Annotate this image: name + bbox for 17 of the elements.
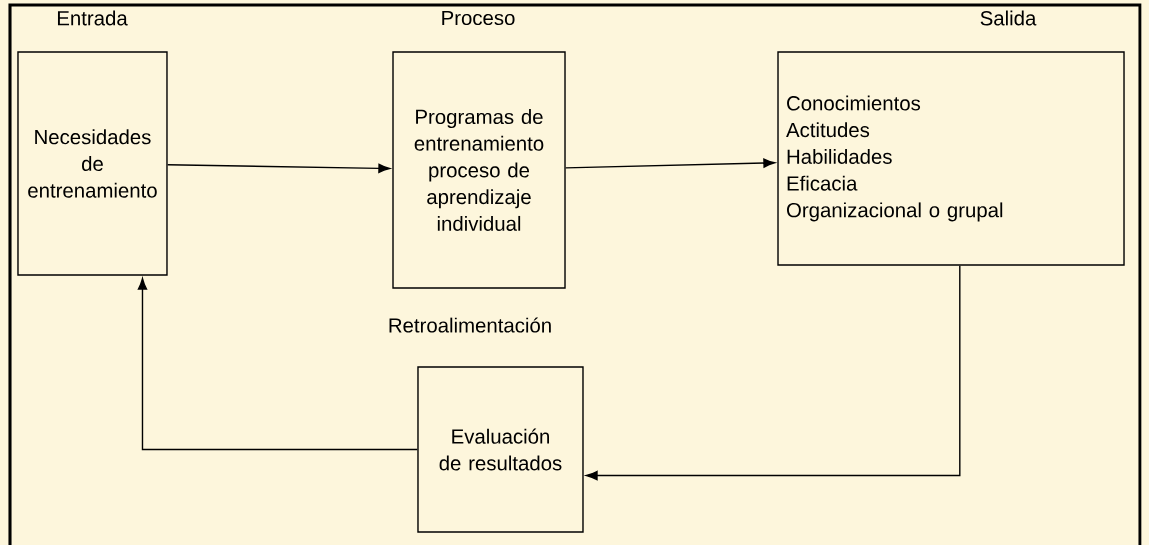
process-box: Necesidades de entrenamiento bbox=[17, 51, 168, 276]
node-label: Organizacional o grupal bbox=[786, 202, 1003, 222]
node-label: Actitudes bbox=[786, 122, 870, 138]
arrow bbox=[167, 163, 391, 173]
process-box: Programas de entrenamiento proceso de aprendizaje individual bbox=[392, 51, 566, 289]
process-box: Evaluación de resultados bbox=[417, 366, 584, 533]
heading: Retroalimentación bbox=[389, 317, 551, 333]
node-label: Conocimientos bbox=[787, 95, 921, 111]
heading: Salida bbox=[980, 10, 1037, 26]
node-label: Eficacia bbox=[787, 175, 858, 191]
heading: Entrada bbox=[58, 10, 128, 26]
arrow bbox=[137, 277, 418, 451]
node-label: Habilidades bbox=[787, 148, 892, 164]
arrow bbox=[585, 265, 961, 481]
process-box: Conocimientos Actitudes Habilidades Eficacia Organizacional o grupal bbox=[777, 51, 1125, 266]
arrow bbox=[565, 158, 776, 169]
heading: Proceso bbox=[442, 10, 515, 26]
